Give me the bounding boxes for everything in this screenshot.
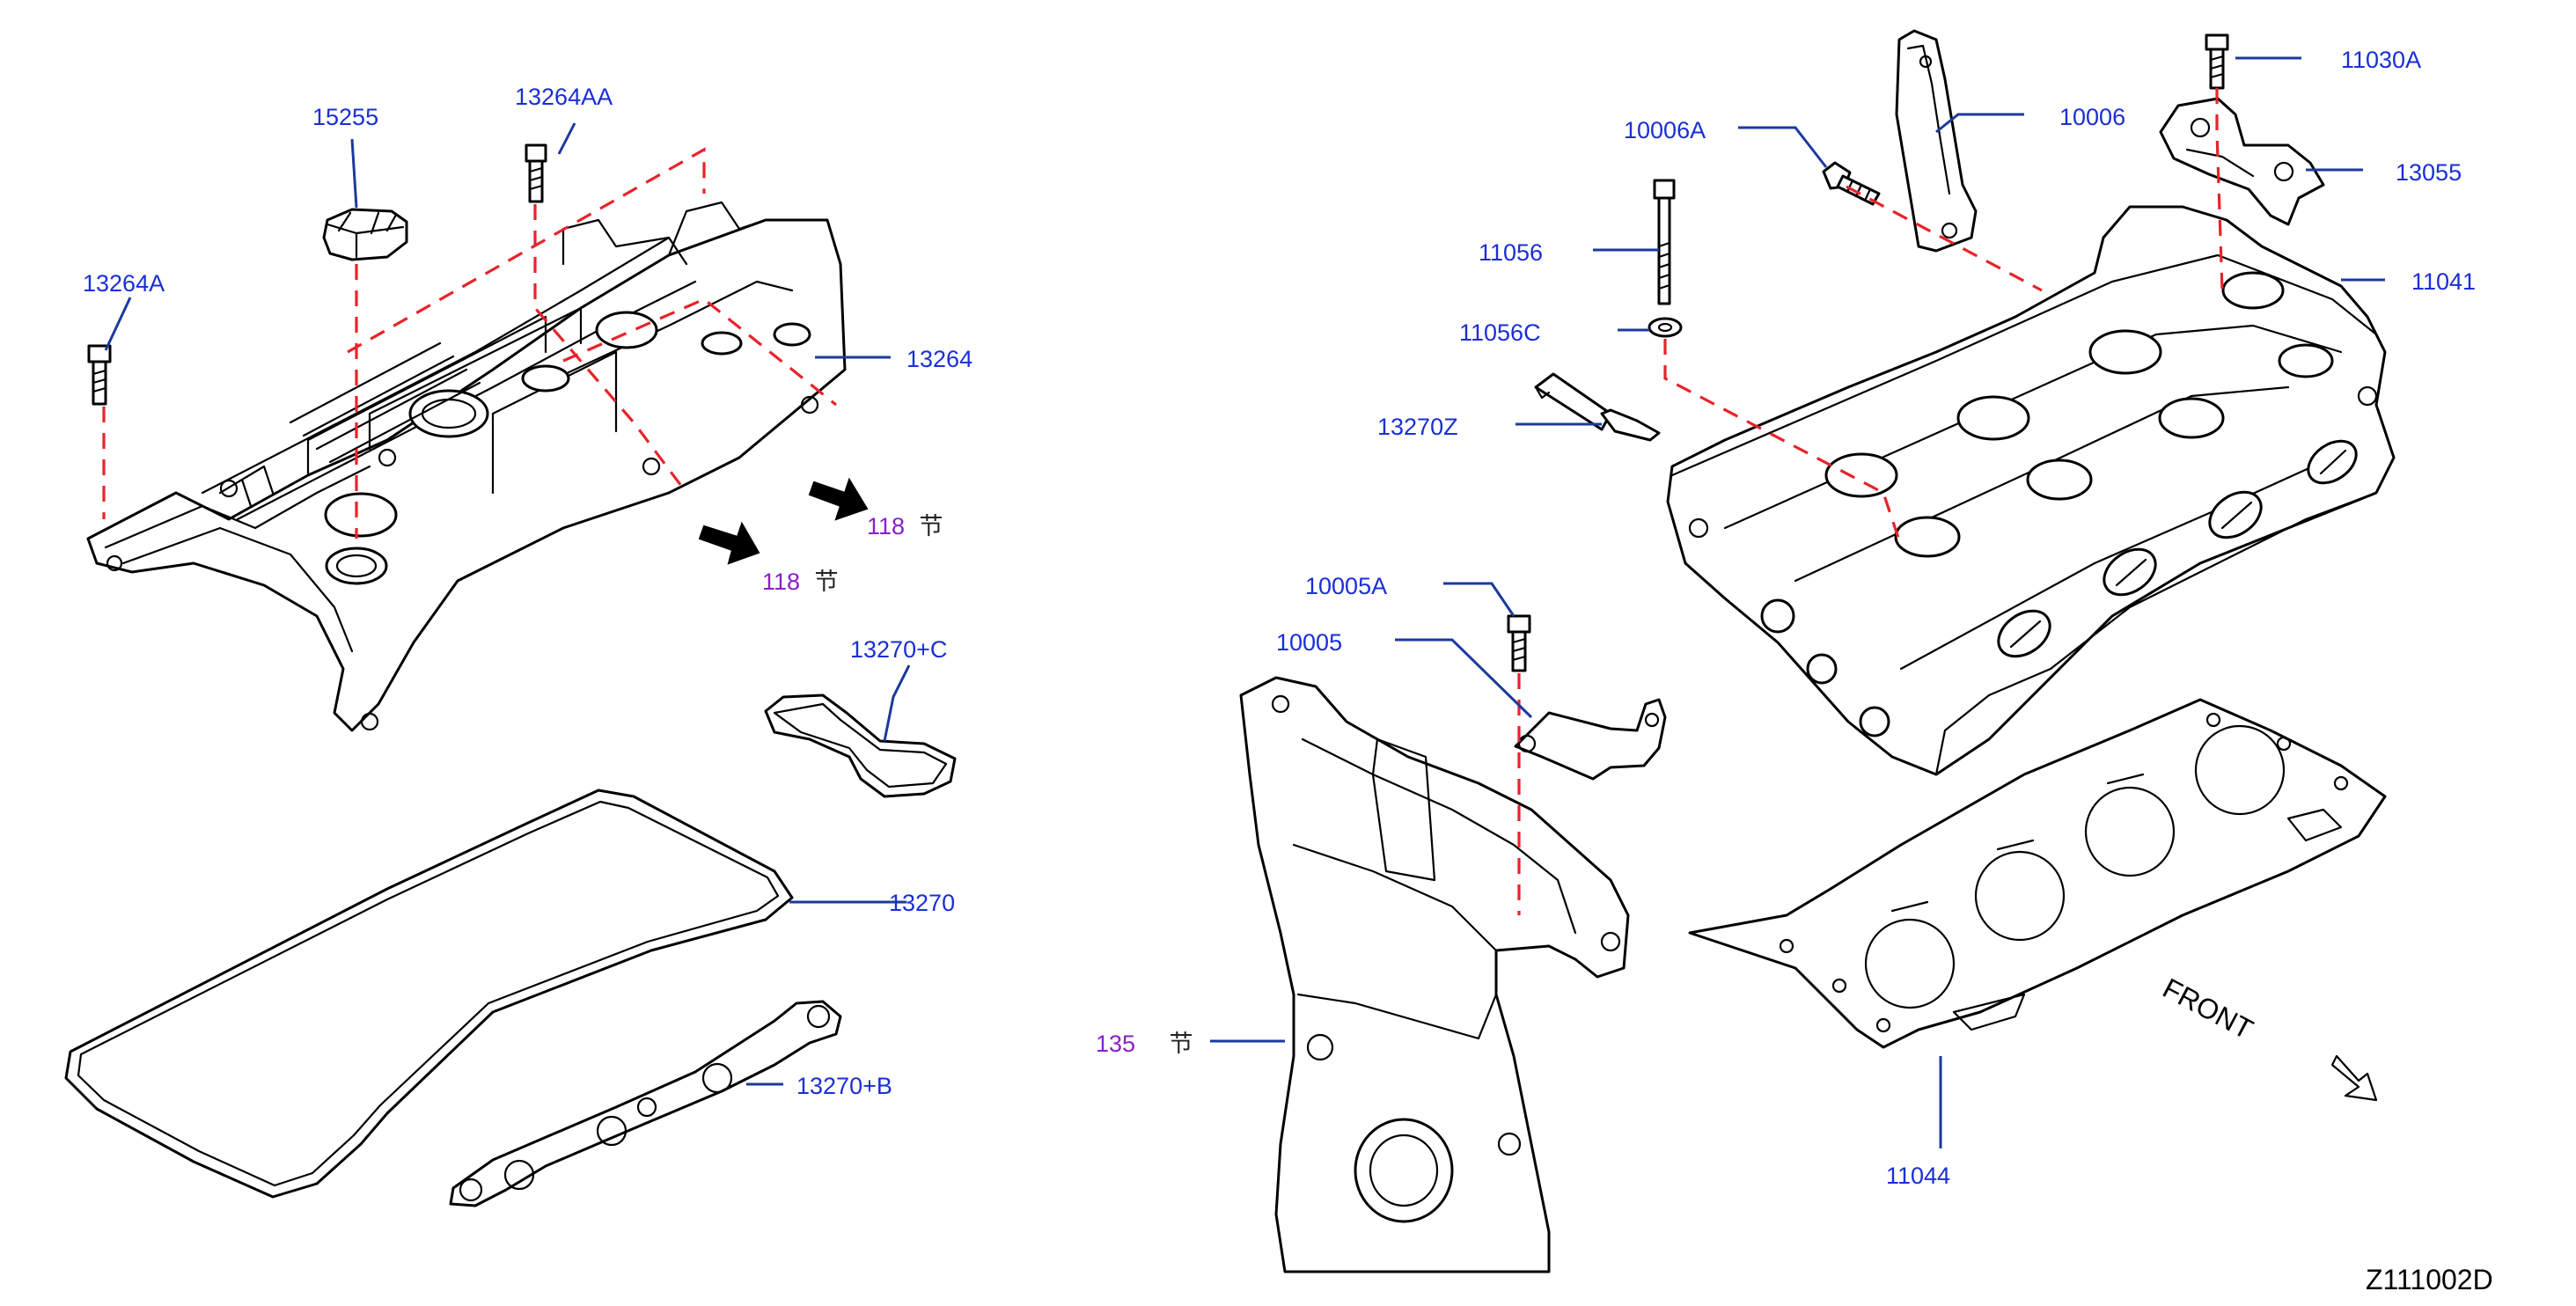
- sensor-bracket-13055: [2159, 97, 2325, 226]
- callout-11044: 11044: [1886, 1163, 1950, 1189]
- leader-lines: [104, 56, 2385, 1148]
- callout-13264A: 13264A: [83, 270, 165, 297]
- front-direction-arrow-icon: [2330, 1054, 2378, 1102]
- diagram-code: Z111002D: [2366, 1264, 2493, 1295]
- head-bolt-11056: [1653, 179, 1676, 305]
- bolt-10006A: [1822, 161, 1881, 206]
- callout-13264: 13264: [906, 346, 972, 372]
- bracket-10006: [1895, 29, 1978, 253]
- section-ref-suffix: 节: [815, 569, 839, 596]
- timing-cover: [1239, 676, 1630, 1273]
- section-ref-suffix: 节: [920, 513, 943, 540]
- section-ref-number: 135: [1096, 1031, 1135, 1057]
- callout-13270B: 13270+B: [796, 1073, 892, 1099]
- bolt-13264AA: [525, 143, 547, 203]
- callout-11030A: 11030A: [2341, 47, 2421, 73]
- section-arrow-icon: [808, 477, 869, 521]
- cylinder-head: [1666, 205, 2396, 776]
- callout-10006: 10006: [2059, 104, 2125, 130]
- gasket-13270: [64, 789, 794, 1199]
- washer-11056C: [1648, 317, 1683, 338]
- callout-13270Z: 13270Z: [1377, 414, 1458, 440]
- section-ref-135: 135 节: [1096, 1031, 1193, 1058]
- sealant-tube-13270Z: [1534, 372, 1661, 442]
- rocker-cover: [86, 201, 847, 732]
- front-label: FRONT: [2158, 972, 2258, 1046]
- section-ref-118-b: 118 节: [762, 569, 839, 596]
- callout-13270C: 13270+C: [850, 636, 947, 663]
- gasket-13270B: [449, 1000, 842, 1207]
- oil-filler-cap: [322, 208, 408, 261]
- head-gasket-11044: [1688, 698, 2387, 1049]
- callout-11056: 11056: [1479, 239, 1543, 266]
- callout-10006A: 10006A: [1624, 117, 1706, 143]
- callout-15255: 15255: [312, 104, 378, 130]
- gasket-13270C: [764, 693, 957, 798]
- callout-11056C: 11056C: [1459, 319, 1541, 346]
- callout-13264AA: 13264AA: [515, 84, 613, 110]
- bolt-11030A: [2205, 33, 2229, 90]
- section-ref-number: 118: [762, 569, 800, 595]
- callout-13055: 13055: [2396, 159, 2462, 186]
- section-ref-suffix: 节: [1170, 1031, 1193, 1058]
- callout-10005A: 10005A: [1305, 573, 1387, 599]
- callout-10005: 10005: [1276, 629, 1342, 656]
- bolt-10005A: [1507, 614, 1531, 672]
- section-ref-number: 118: [867, 513, 905, 539]
- bolt-13264A: [87, 344, 112, 406]
- callout-13270: 13270: [889, 890, 955, 916]
- alignment-lines: [102, 88, 2224, 915]
- bracket-10005: [1514, 698, 1667, 781]
- callout-11041: 11041: [2411, 268, 2476, 295]
- section-arrow-icon: [698, 521, 760, 565]
- section-ref-118-a: 118 节: [867, 513, 943, 540]
